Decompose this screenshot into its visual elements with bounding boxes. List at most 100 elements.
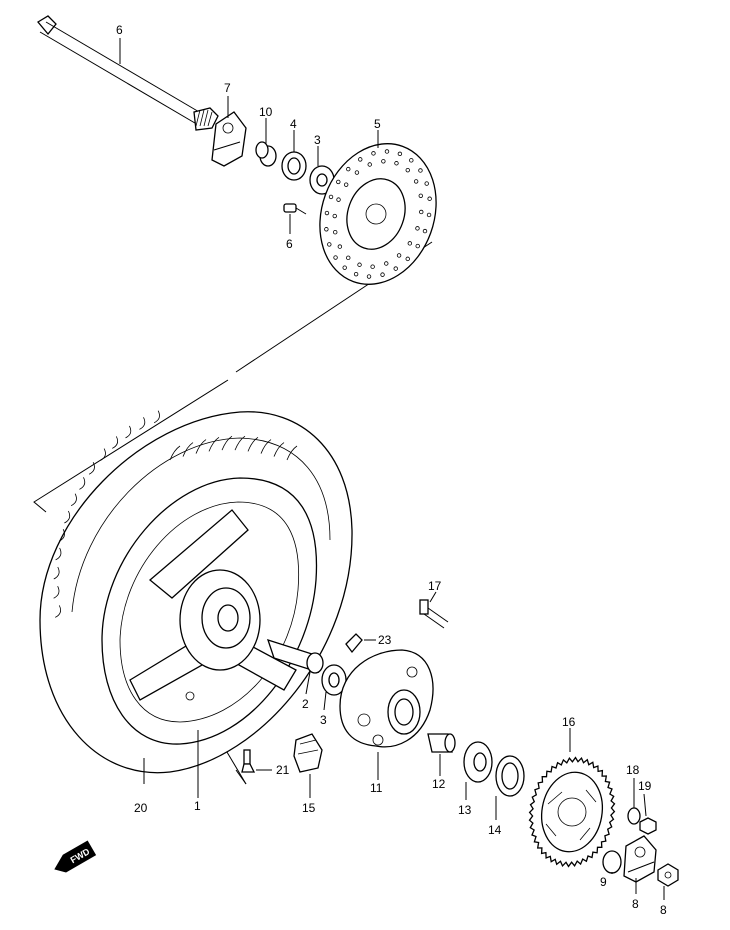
drum-oil-seal[interactable] xyxy=(495,755,525,797)
oil-seal-top[interactable] xyxy=(281,151,307,181)
label-5: 5 xyxy=(374,117,381,131)
tread-mark xyxy=(153,410,160,424)
disc-vent-hole xyxy=(324,227,329,232)
disc-vent-hole xyxy=(422,228,428,234)
tread-mark xyxy=(273,442,285,457)
tread-mark xyxy=(125,425,132,439)
disc-vent-hole xyxy=(342,265,347,270)
tread-mark xyxy=(55,605,61,618)
tread-mark xyxy=(169,445,181,461)
hub-spacer[interactable] xyxy=(266,638,324,674)
brake-disc[interactable] xyxy=(301,127,455,301)
label-17: 16 xyxy=(562,715,576,729)
disc-vent-hole xyxy=(358,157,363,162)
label-21: 20 xyxy=(134,801,148,815)
bearing-lower[interactable] xyxy=(321,664,347,696)
disc-vent-hole xyxy=(427,196,432,201)
tread-mark xyxy=(221,435,233,451)
disc-vent-hole xyxy=(419,209,424,215)
disc-vent-hole xyxy=(343,182,349,187)
chain-adjuster-top[interactable] xyxy=(211,111,247,167)
label-3-lower: 3 xyxy=(320,713,327,727)
tread-mark xyxy=(247,437,259,452)
sprocket-collar[interactable] xyxy=(427,733,456,753)
label-4: 4 xyxy=(290,117,297,131)
disc-vent-hole xyxy=(324,210,330,216)
chain-adjuster-lower[interactable] xyxy=(623,835,657,883)
disc-vent-hole xyxy=(371,151,376,156)
spacer-collar[interactable] xyxy=(255,141,277,167)
sprocket-nut[interactable] xyxy=(639,817,657,835)
disc-vent-hole xyxy=(397,151,403,157)
tread-mark xyxy=(234,435,246,451)
disc-vent-hole xyxy=(336,179,341,185)
label-14: 13 xyxy=(458,803,472,817)
label-20: 19 xyxy=(638,779,652,793)
disc-vent-hole xyxy=(357,262,362,267)
leader-lines xyxy=(119,38,665,900)
disc-vent-hole xyxy=(426,212,432,218)
disc-vent-hole xyxy=(396,253,402,258)
disc-vent-hole xyxy=(415,243,420,249)
disc-vent-hole xyxy=(332,213,337,219)
disc-vent-hole xyxy=(418,193,423,198)
tread-mark xyxy=(195,439,207,454)
disc-vent-hole xyxy=(407,241,413,246)
tread-mark xyxy=(208,437,220,452)
wheel-damper-key[interactable] xyxy=(345,633,363,654)
disc-vent-hole xyxy=(405,256,410,262)
disc-vent-hole xyxy=(333,230,338,235)
sprocket-mounting-bolt[interactable] xyxy=(419,599,449,629)
tread-mark xyxy=(64,510,71,524)
tread-mark xyxy=(58,528,65,542)
disc-vent-hole xyxy=(405,167,410,173)
disc-vent-hole xyxy=(415,226,420,231)
tread-mark xyxy=(112,436,119,449)
sprocket-drum[interactable] xyxy=(339,649,434,748)
disc-vent-hole xyxy=(366,274,372,279)
tread-mark xyxy=(286,445,298,461)
tire-valve[interactable] xyxy=(241,749,256,773)
tread-mark xyxy=(79,477,86,490)
fwd-direction-badge: FWD xyxy=(54,840,97,873)
spacer-lower[interactable] xyxy=(602,850,622,874)
label-16: 15 xyxy=(302,801,316,815)
axle-nut[interactable] xyxy=(657,863,679,887)
label-23: 23 xyxy=(378,633,392,647)
label-11: 9 xyxy=(600,875,607,889)
wheel-damper[interactable] xyxy=(293,733,323,773)
disc-vent-hole xyxy=(327,242,332,247)
tread-mark xyxy=(99,448,106,461)
rear-wheel[interactable] xyxy=(39,410,353,774)
disc-vent-hole xyxy=(370,264,375,269)
callout-labels: 6 7 10 4 3 5 6 17 23 2 3 16 21 12 18 11 … xyxy=(116,23,667,917)
rear-sprocket[interactable] xyxy=(528,756,616,868)
tread-mark xyxy=(139,417,146,430)
tread-mark xyxy=(260,439,272,454)
label-15: 14 xyxy=(488,823,502,837)
sprocket-washer[interactable] xyxy=(627,807,641,825)
tread-mark xyxy=(182,442,194,457)
tread-mark xyxy=(53,586,60,599)
disc-vent-hole xyxy=(328,194,334,200)
label-12: 11 xyxy=(370,781,383,795)
tread-mark xyxy=(70,493,77,507)
tread-mark xyxy=(55,547,62,561)
drum-bearing[interactable] xyxy=(463,741,493,783)
disc-vent-hole xyxy=(393,266,398,271)
disc-vent-hole xyxy=(413,179,419,184)
label-13: 12 xyxy=(432,777,446,791)
disc-bolt[interactable] xyxy=(283,203,307,215)
disc-vent-hole xyxy=(424,181,429,186)
axle[interactable] xyxy=(37,15,219,131)
label-3-top: 3 xyxy=(314,133,321,147)
label-10: 10 xyxy=(259,105,273,119)
disc-vent-hole xyxy=(367,162,372,167)
disc-vent-hole xyxy=(384,261,389,266)
label-6: 6 xyxy=(286,237,293,251)
label-18: 17 xyxy=(428,579,442,593)
disc-vent-hole xyxy=(409,158,414,163)
disc-vent-hole xyxy=(384,149,390,154)
disc-vent-hole xyxy=(381,159,386,164)
